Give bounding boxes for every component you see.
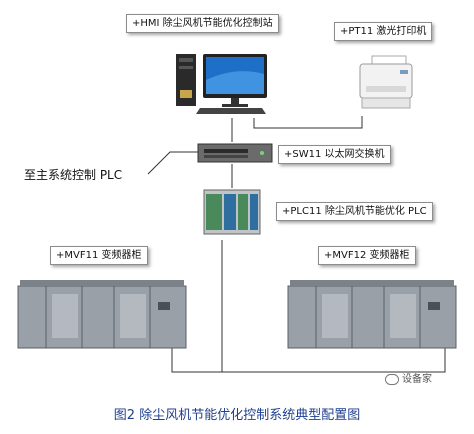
network-lines xyxy=(147,116,446,373)
drive-bus-line xyxy=(171,348,446,373)
mvf11-label: +MVF11 变频器柜 xyxy=(50,246,148,265)
plc11-label: +PLC11 除尘风机节能优化 PLC xyxy=(276,202,433,221)
inverter-cabinet-mvf11 xyxy=(17,280,187,349)
main-plc-line xyxy=(147,151,200,175)
ethernet-switch xyxy=(197,143,273,163)
printer-label: +PT11 激光打印机 xyxy=(334,22,433,41)
inverter-cabinet-mvf12 xyxy=(287,280,457,349)
switch-label: +SW11 以太网交换机 xyxy=(278,145,391,164)
laser-printer xyxy=(359,55,413,109)
hmi-workstation xyxy=(176,54,267,114)
figure-caption: 图2 除尘风机节能优化控制系统典型配置图 xyxy=(113,408,361,423)
plc-unit xyxy=(203,189,261,235)
hmi-label: +HMI 除尘风机节能优化控制站 xyxy=(126,14,279,33)
monitor xyxy=(203,54,267,107)
computer-tower xyxy=(176,54,196,106)
printer-line xyxy=(253,116,363,129)
watermark-text: 设备家 xyxy=(402,374,432,385)
keyboard xyxy=(196,108,266,114)
mvf12-label: +MVF12 变频器柜 xyxy=(318,246,416,265)
watermark: 设备家 xyxy=(385,370,432,385)
wechat-icon xyxy=(385,373,399,385)
main-plc-label: 至主系统控制 PLC xyxy=(24,168,123,182)
